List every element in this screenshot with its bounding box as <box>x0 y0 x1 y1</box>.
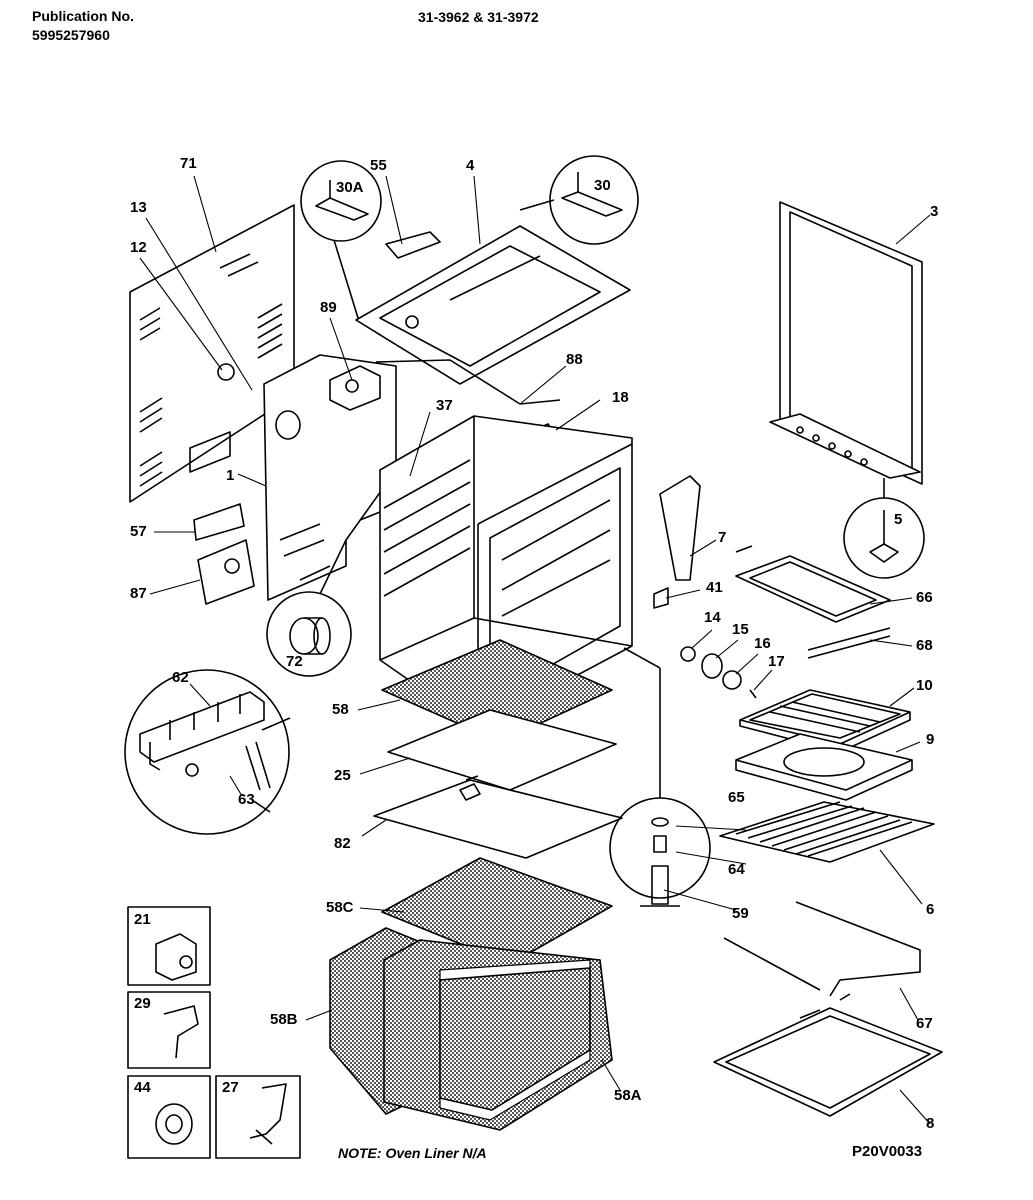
heat-shield-25 <box>387 709 617 791</box>
callout-1: 1 <box>226 467 235 484</box>
publication-label: Publication No. <box>32 8 134 24</box>
leader-lines <box>139 175 931 1125</box>
detail-circle-30 <box>519 155 639 245</box>
inset-box-27 <box>215 1075 301 1159</box>
element-7 <box>659 475 701 581</box>
callout-44: 44 <box>134 1079 151 1096</box>
callout-27: 27 <box>222 1079 239 1096</box>
diagram-code: P20V0033 <box>852 1143 923 1160</box>
publication-number: 5995257960 <box>32 27 110 43</box>
part-12-cap <box>217 363 235 381</box>
oven-rack-6 <box>719 801 935 863</box>
callout-30: 30 <box>594 177 611 194</box>
callout-62: 62 <box>172 669 189 686</box>
clip-41 <box>653 587 669 609</box>
callout-29: 29 <box>134 995 151 1012</box>
callout-13: 13 <box>130 199 147 216</box>
callout-82: 82 <box>334 835 351 852</box>
callout-65: 65 <box>728 789 745 806</box>
callout-15: 15 <box>732 621 749 638</box>
bottom-panel-82 <box>373 779 623 859</box>
detail-circle-59 <box>609 647 711 907</box>
part-87 <box>197 539 255 605</box>
callout-14: 14 <box>704 609 721 626</box>
callout-72: 72 <box>286 653 303 670</box>
callout-67: 67 <box>916 1015 933 1032</box>
callout-12: 12 <box>130 239 147 256</box>
callout-25: 25 <box>334 767 351 784</box>
callout-17: 17 <box>768 653 785 670</box>
callout-57: 57 <box>130 523 147 540</box>
callout-16: 16 <box>754 635 771 652</box>
callout-59: 59 <box>732 905 749 922</box>
part-55 <box>385 231 441 259</box>
insulation-58a <box>383 939 613 1131</box>
detail-circle-62 <box>124 669 291 835</box>
wire-harness-88 <box>375 359 561 405</box>
sensor-probe-67 <box>723 901 921 997</box>
callout-21: 21 <box>134 911 151 928</box>
callout-58: 58 <box>332 701 349 718</box>
callout-37: 37 <box>436 397 453 414</box>
callout-7: 7 <box>718 529 727 546</box>
part-57 <box>193 503 245 541</box>
callout-58c: 58C <box>326 899 354 916</box>
callout-30a: 30A <box>336 179 364 196</box>
callout-4: 4 <box>466 157 475 174</box>
detail-circle-72 <box>266 539 352 677</box>
callout-64: 64 <box>728 861 745 878</box>
callout-63: 63 <box>238 791 255 808</box>
callout-68: 68 <box>916 637 933 654</box>
callout-6: 6 <box>926 901 935 918</box>
callout-5: 5 <box>894 511 903 528</box>
callout-89: 89 <box>320 299 337 316</box>
broiler-pan-9 <box>735 733 913 801</box>
callout-9: 9 <box>926 731 935 748</box>
inset-box-21 <box>127 906 211 986</box>
rod-68 <box>807 627 891 659</box>
callout-71: 71 <box>180 155 197 172</box>
callout-10: 10 <box>916 677 933 694</box>
bake-element-8 <box>713 993 943 1117</box>
oven-cavity <box>379 415 633 729</box>
callout-88: 88 <box>566 351 583 368</box>
detail-circle-5 <box>843 478 925 579</box>
bracket-89 <box>329 365 381 411</box>
callout-3: 3 <box>930 203 939 220</box>
callout-55: 55 <box>370 157 387 174</box>
callout-87: 87 <box>130 585 147 602</box>
inset-box-44 <box>127 1075 211 1159</box>
top-panel <box>355 225 631 385</box>
callout-58b: 58B <box>270 1011 298 1028</box>
oven-liner-note: NOTE: Oven Liner N/A <box>338 1145 487 1161</box>
oven-door <box>769 201 923 485</box>
model-numbers: 31-3962 & 31-3972 <box>418 9 539 25</box>
broil-element-66 <box>735 545 891 623</box>
detail-circle-30a <box>300 160 382 319</box>
callout-66: 66 <box>916 589 933 606</box>
side-panel <box>263 354 397 601</box>
back-panel <box>129 204 295 503</box>
callout-41: 41 <box>706 579 723 596</box>
inset-box-29 <box>127 991 211 1069</box>
callout-58a: 58A <box>614 1087 642 1104</box>
callout-8: 8 <box>926 1115 935 1132</box>
callout-18: 18 <box>612 389 629 406</box>
light-assembly <box>680 646 757 699</box>
